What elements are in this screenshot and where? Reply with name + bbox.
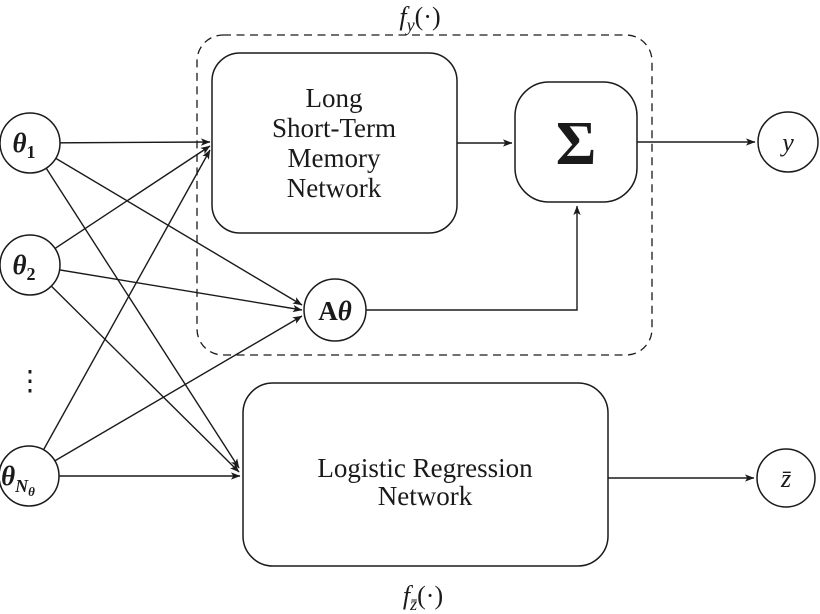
edge-theta2-atheta	[29, 264, 303, 313]
theta1-sym: θ	[12, 128, 26, 158]
lstm-line-2: Short-Term	[272, 113, 396, 143]
fy-args: (·)	[415, 2, 441, 31]
output-node-zbar	[756, 448, 816, 508]
logistic-line-2: Network	[378, 481, 473, 511]
lstm-line-1: Long	[306, 83, 363, 113]
output-node-y	[757, 111, 819, 173]
lstm-line-4: Network	[287, 173, 382, 203]
input-ellipsis: ⋮	[16, 364, 44, 397]
fy-sub: y	[405, 15, 415, 35]
theta2-sub: 2	[27, 264, 36, 284]
input-node-theta1	[0, 112, 61, 174]
logistic-regression-box	[242, 382, 609, 567]
logistic-line-1: Logistic Regression	[317, 453, 533, 483]
theta2-sym: θ	[12, 250, 26, 280]
theta1-label: θ1	[12, 128, 35, 162]
fz-f: f	[403, 581, 414, 610]
sum-symbol: Σ	[556, 110, 597, 178]
thetaN-sym: θ	[1, 461, 15, 491]
fz-sub: z̄	[409, 594, 418, 614]
input-node-theta2	[0, 234, 61, 296]
input-node-thetaN	[0, 445, 60, 507]
edge-theta1-logistic	[29, 142, 240, 469]
thetaN-sub: N	[14, 476, 29, 496]
fy-dashed-group-outline	[196, 34, 653, 356]
lstm-line-3: Memory	[288, 143, 381, 173]
y-output-label: y	[779, 128, 794, 157]
atheta-label: Aθ	[318, 296, 352, 326]
thetaN-label: θNθ	[1, 461, 35, 499]
theta2-label: θ2	[12, 250, 35, 284]
fy-f: f	[399, 2, 410, 31]
atheta-theta: θ	[338, 296, 352, 326]
edge-thetaN-lstm	[28, 149, 211, 477]
thetaN-subsub: θ	[28, 484, 35, 499]
input-edges	[28, 138, 303, 480]
edge-atheta-sum	[366, 205, 581, 311]
fy-function-label: fy(·)	[399, 2, 440, 35]
theta1-sub: 1	[27, 142, 36, 162]
edge-theta2-lstm	[29, 145, 211, 266]
fz-args: (·)	[417, 581, 443, 610]
edge-theta2-logistic	[29, 264, 240, 473]
atheta-A: A	[318, 296, 338, 326]
lstm-box-label: Long Short-Term Memory Network	[272, 83, 396, 203]
edge-thetaN-atheta	[28, 315, 303, 477]
flow-edges	[366, 138, 756, 482]
logistic-box-label: Logistic Regression Network	[317, 453, 533, 511]
edge-theta1-atheta	[29, 142, 303, 306]
fz-function-label: fz̄(·)	[403, 581, 443, 614]
zbar-output-label: z̄	[780, 464, 792, 493]
atheta-node	[303, 278, 367, 342]
